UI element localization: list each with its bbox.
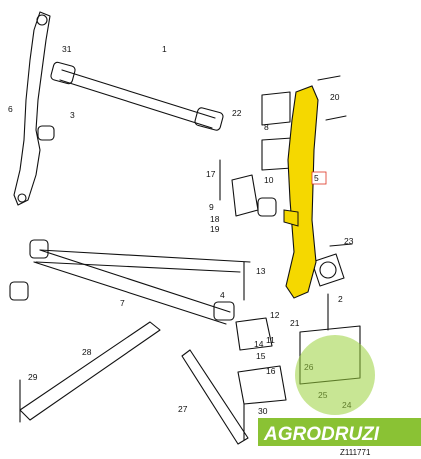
lower-crossbar — [33, 249, 231, 325]
callout-8: 8 — [264, 122, 269, 132]
callout-1: 1 — [162, 44, 167, 54]
callout-6: 6 — [8, 104, 13, 114]
callout-14: 14 — [254, 339, 264, 349]
callout-20: 20 — [330, 92, 340, 102]
callout-9: 9 — [209, 202, 214, 212]
callout-17: 17 — [206, 169, 216, 179]
callout-12: 12 — [270, 310, 280, 320]
bracket-top — [261, 91, 291, 126]
callout-19: 19 — [210, 224, 220, 234]
support-leg-27 — [181, 349, 249, 445]
callout-10: 10 — [264, 175, 274, 185]
clamp-9 — [231, 174, 259, 217]
watermark-circle — [295, 335, 375, 415]
callout-box-5 — [311, 171, 327, 185]
callout-21: 21 — [290, 318, 300, 328]
callout-2: 2 — [338, 294, 343, 304]
callout-29: 29 — [28, 372, 38, 382]
callout-7: 7 — [120, 298, 125, 308]
callout-27: 27 — [178, 404, 188, 414]
callout-16: 16 — [266, 366, 276, 376]
callout-3: 3 — [70, 110, 75, 120]
left-link-arm — [13, 11, 51, 206]
bracket-mid — [261, 137, 293, 171]
drawing-reference: Z111771 — [340, 448, 371, 457]
watermark-banner — [258, 418, 421, 446]
callout-13: 13 — [256, 266, 266, 276]
callout-18: 18 — [210, 214, 220, 224]
callout-15: 15 — [256, 351, 266, 361]
callout-23: 23 — [344, 236, 354, 246]
highlighted-arm-5 — [285, 85, 319, 299]
callout-11: 11 — [266, 335, 275, 345]
callout-22: 22 — [232, 108, 242, 118]
watermark-text: AGRODRUZI — [263, 424, 380, 445]
callout-28: 28 — [82, 347, 92, 357]
callout-5: 5 — [314, 173, 319, 183]
callout-30: 30 — [258, 406, 268, 416]
upper-shaft — [59, 69, 216, 129]
callout-31: 31 — [62, 44, 72, 54]
support-bar-28 — [19, 321, 161, 421]
callout-4: 4 — [220, 290, 225, 300]
